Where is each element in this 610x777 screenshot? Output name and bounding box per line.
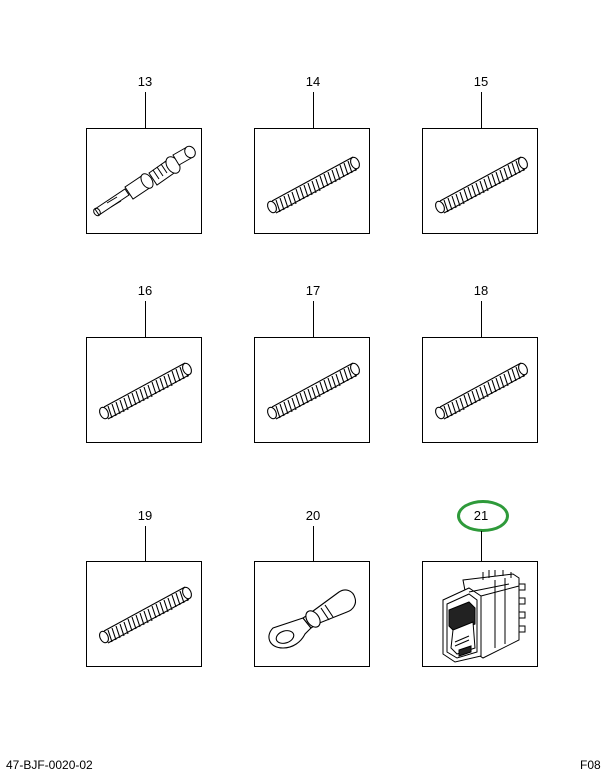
leader-line-15 <box>481 92 482 128</box>
callout-17: 17 <box>305 283 321 298</box>
coil-spring-icon <box>267 362 360 420</box>
leader-line-16 <box>145 301 146 337</box>
leader-line-14 <box>313 92 314 128</box>
callout-18: 18 <box>473 283 489 298</box>
callout-21: 21 <box>473 508 489 523</box>
leader-line-21 <box>481 531 482 561</box>
part-frame-21[interactable] <box>422 561 538 667</box>
part-frame-18[interactable] <box>422 337 538 443</box>
terminal-pin-icon <box>93 145 196 217</box>
leader-line-20 <box>313 526 314 561</box>
callout-13: 13 <box>137 74 153 89</box>
ring-terminal-icon <box>268 589 357 649</box>
coil-spring-icon <box>435 156 528 214</box>
callout-14: 14 <box>305 74 321 89</box>
part-frame-13[interactable] <box>86 128 202 234</box>
callout-19: 19 <box>137 508 153 523</box>
leader-line-17 <box>313 301 314 337</box>
part-frame-14[interactable] <box>254 128 370 234</box>
page-code: F08 <box>580 758 601 772</box>
part-frame-15[interactable] <box>422 128 538 234</box>
coil-spring-icon <box>99 586 192 644</box>
part-frame-17[interactable] <box>254 337 370 443</box>
part-frame-16[interactable] <box>86 337 202 443</box>
part-frame-20[interactable] <box>254 561 370 667</box>
coil-spring-icon <box>99 362 192 420</box>
highlight-circle <box>457 500 509 532</box>
callout-16: 16 <box>137 283 153 298</box>
rocker-switch-icon <box>442 570 526 663</box>
part-frame-19[interactable] <box>86 561 202 667</box>
coil-spring-icon <box>267 156 360 214</box>
leader-line-13 <box>145 92 146 128</box>
leader-line-19 <box>145 526 146 561</box>
leader-line-18 <box>481 301 482 337</box>
callout-20: 20 <box>305 508 321 523</box>
callout-15: 15 <box>473 74 489 89</box>
coil-spring-icon <box>435 362 528 420</box>
drawing-number: 47-BJF-0020-02 <box>6 758 93 772</box>
